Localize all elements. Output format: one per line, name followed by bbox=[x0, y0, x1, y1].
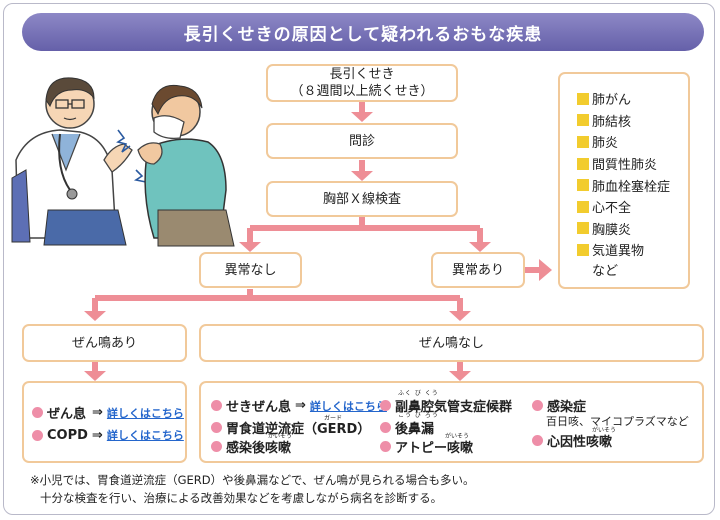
square-bullet-icon bbox=[577, 222, 589, 235]
copd-details-link[interactable]: 詳しくはこちら bbox=[106, 429, 184, 442]
cause-item: 気道異物 bbox=[577, 239, 688, 261]
square-bullet-icon bbox=[577, 92, 589, 105]
right-arrow-icon: ⇒ bbox=[92, 405, 103, 420]
disease-gerd: 胃食道逆流症（GERD） bbox=[211, 418, 370, 437]
wheeze-yes-disease-list bbox=[22, 381, 187, 463]
abnormality-label: 異常あり bbox=[451, 262, 504, 278]
infection-examples: 百日咳、マイコプラズマなど bbox=[546, 415, 689, 428]
disease-name: アトピー咳嗽 bbox=[395, 441, 474, 456]
square-bullet-icon bbox=[577, 114, 589, 127]
cause-text: 胸膜炎 bbox=[592, 222, 632, 238]
box-wheeze-yes: ぜん鳴あり bbox=[22, 324, 187, 362]
no-abnormality-label: 異常なし bbox=[224, 262, 277, 278]
cause-item: 肺がん bbox=[577, 88, 688, 110]
disease-postinfectious-cough: 感染後咳嗽 bbox=[211, 437, 291, 456]
gerd-ruby: ガード bbox=[324, 415, 343, 422]
interview-label: 問診 bbox=[348, 133, 375, 149]
dot-bullet-icon bbox=[380, 441, 391, 452]
asthma-details-link[interactable]: 詳しくはこちら bbox=[106, 406, 184, 420]
disease-name: 副鼻腔気管支症候群 bbox=[395, 400, 513, 415]
footnote-line-1: ※小児では、胃食道逆流症（GERD）や後鼻漏などで、ぜん鳴が見られる場合も多い。 bbox=[30, 473, 475, 487]
dot-bullet-icon bbox=[380, 400, 391, 411]
square-bullet-icon bbox=[577, 157, 589, 170]
cause-item: 肺血栓塞栓症 bbox=[577, 174, 688, 196]
box-wheeze-no: ぜん鳴なし bbox=[199, 324, 704, 362]
dot-bullet-icon bbox=[32, 429, 43, 441]
disease-name: せきぜん息 bbox=[226, 400, 292, 415]
right-arrow-icon: ⇒ bbox=[295, 398, 306, 413]
cause-item: 胸膜炎 bbox=[577, 218, 688, 240]
disease-psychogenic-cough: 心因性咳嗽 bbox=[532, 431, 612, 450]
cause-item: 間質性肺炎 bbox=[577, 153, 688, 175]
chest-xray-label: 胸部Ｘ線検査 bbox=[322, 191, 401, 207]
diagram-frame bbox=[3, 3, 715, 515]
disease-sinobronchial-syndrome: 副鼻腔気管支症候群 bbox=[380, 396, 512, 415]
cause-text: 肺血栓塞栓症 bbox=[592, 179, 671, 195]
cough-asthma-details-link[interactable]: 詳しくはこちら bbox=[309, 399, 387, 413]
cause-text: 気道異物 bbox=[592, 244, 645, 260]
disease-name: COPD bbox=[47, 427, 88, 443]
disease-name: 感染症 bbox=[547, 400, 587, 415]
cause-item: 心不全 bbox=[577, 196, 688, 218]
square-bullet-icon bbox=[577, 179, 589, 192]
disease-copd: COPD ⇒ 詳しくはこちら bbox=[32, 427, 184, 443]
atopic-cough-ruby: がいそう bbox=[445, 433, 470, 440]
disease-cough-asthma: せきぜん息 ⇒ 詳しくはこちら bbox=[211, 396, 387, 415]
disease-postnasal-drip: 後鼻漏 bbox=[380, 418, 434, 437]
page-title: 長引くせきの原因として疑われるおもな疾患 bbox=[22, 13, 704, 51]
disease-infection: 感染症 bbox=[532, 396, 586, 415]
cause-text: 肺がん bbox=[592, 93, 632, 109]
square-bullet-icon bbox=[577, 200, 589, 213]
psychogenic-cough-ruby: がいそう bbox=[592, 427, 617, 434]
postinfectious-cough-ruby: がいそう bbox=[268, 433, 293, 440]
cause-etc: など bbox=[592, 263, 619, 279]
dot-bullet-icon bbox=[211, 441, 222, 452]
dot-bullet-icon bbox=[380, 422, 391, 433]
long-cough-label: 長引くせき bbox=[329, 67, 395, 82]
square-bullet-icon bbox=[577, 243, 589, 256]
wheeze-no-disease-list bbox=[199, 381, 704, 463]
dot-bullet-icon bbox=[532, 400, 543, 411]
box-interview: 問診 bbox=[266, 123, 458, 159]
doctor-patient-illustration bbox=[11, 77, 235, 247]
disease-name: 心因性咳嗽 bbox=[547, 435, 613, 450]
footnote: ※小児では、胃食道逆流症（GERD）や後鼻漏などで、ぜん鳴が見られる場合も多い。… bbox=[30, 471, 474, 507]
wheeze-no-label: ぜん鳴なし bbox=[418, 335, 484, 351]
cause-item: 肺結核 bbox=[577, 110, 688, 132]
box-abnormality: 異常あり bbox=[431, 252, 525, 288]
disease-name: 後鼻漏 bbox=[395, 422, 435, 437]
box-chest-xray: 胸部Ｘ線検査 bbox=[266, 181, 458, 217]
sinobronchial-ruby: ふく び くう bbox=[398, 390, 439, 397]
dot-bullet-icon bbox=[532, 435, 543, 446]
square-bullet-icon bbox=[577, 135, 589, 148]
dot-bullet-icon bbox=[32, 407, 43, 418]
disease-name: ぜん息 bbox=[47, 407, 87, 422]
postnasal-drip-ruby: こう び ろう bbox=[398, 412, 439, 419]
box-no-abnormality: 異常なし bbox=[199, 252, 302, 288]
dot-bullet-icon bbox=[211, 400, 222, 411]
footnote-line-2: 十分な検査を行い、治療による改善効果などを考慮しながら病名を診断する。 bbox=[40, 491, 443, 505]
cause-text: 肺結核 bbox=[592, 114, 632, 130]
disease-atopic-cough: アトピー咳嗽 bbox=[380, 437, 473, 456]
cause-text: 肺炎 bbox=[592, 136, 619, 152]
wheeze-yes-label: ぜん鳴あり bbox=[71, 335, 137, 351]
dot-bullet-icon bbox=[211, 422, 222, 433]
page-title-text: 長引くせきの原因として疑われるおもな疾患 bbox=[183, 24, 543, 45]
disease-name: 感染後咳嗽 bbox=[226, 441, 292, 456]
abnormal-causes-list: 肺がん 肺結核 肺炎 間質性肺炎 肺血栓塞栓症 心不全 胸膜炎 気道異物 など bbox=[558, 72, 690, 289]
disease-name: 胃食道逆流症（GERD） bbox=[226, 422, 371, 437]
long-cough-duration: （８週間以上続くせき） bbox=[290, 84, 434, 99]
right-arrow-icon: ⇒ bbox=[91, 427, 103, 443]
cause-item: 肺炎 bbox=[577, 131, 688, 153]
disease-asthma: ぜん息 ⇒ 詳しくはこちら bbox=[32, 403, 184, 422]
box-long-cough: 長引くせき （８週間以上続くせき） bbox=[266, 64, 458, 102]
cause-text: 間質性肺炎 bbox=[592, 158, 658, 174]
cause-text: 心不全 bbox=[592, 201, 632, 217]
